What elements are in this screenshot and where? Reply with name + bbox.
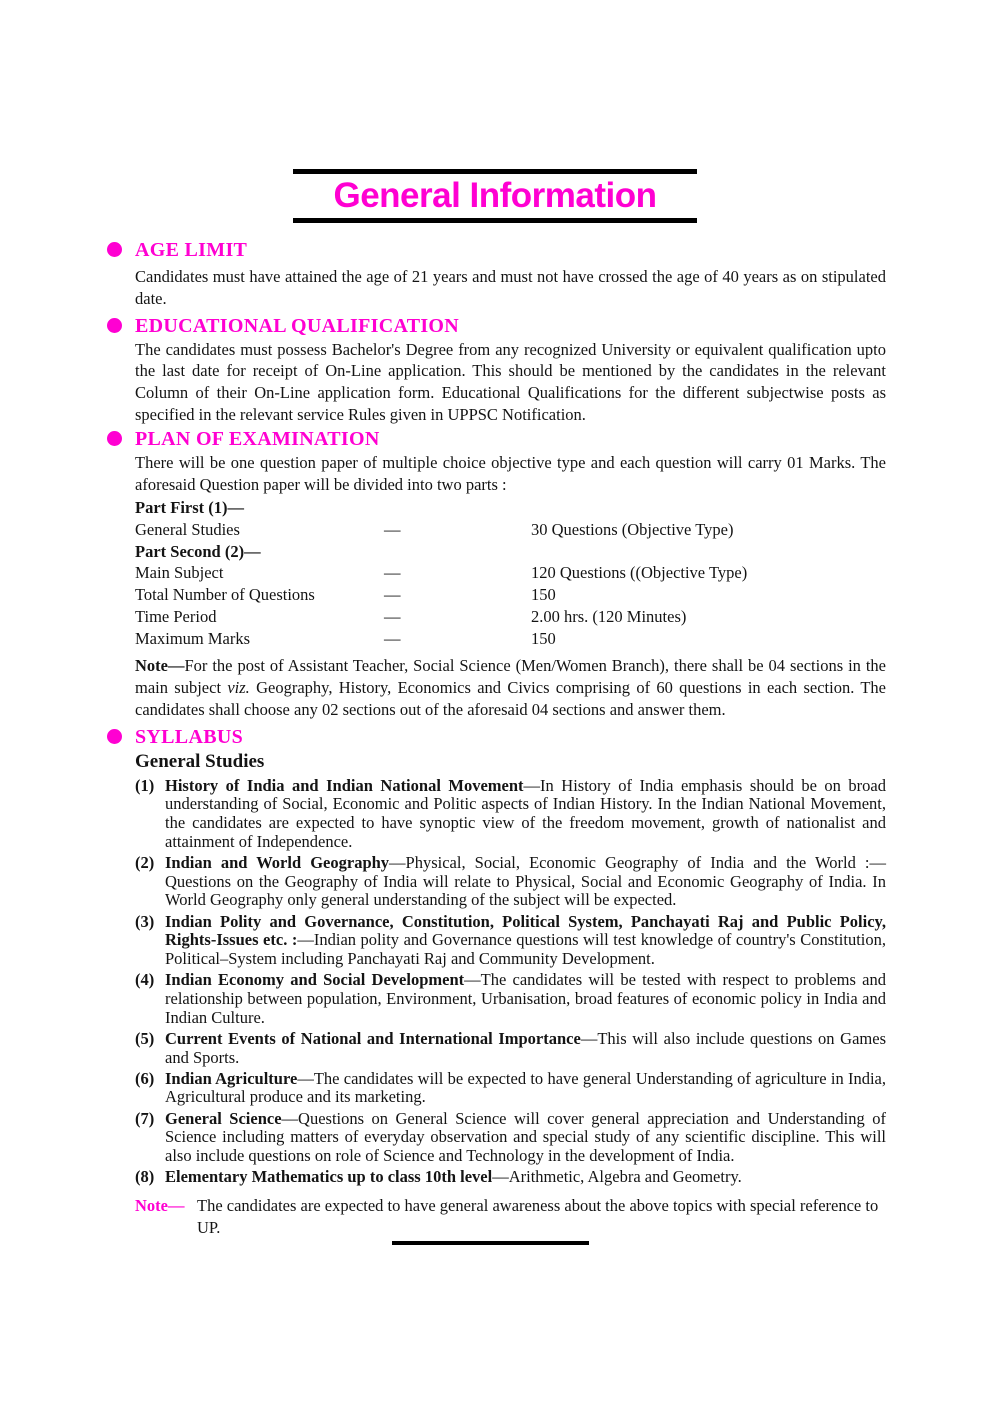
bullet-icon <box>107 317 122 333</box>
item-title: Indian Economy and Social Development <box>165 970 465 990</box>
item-text: General Science—Questions on General Sci… <box>165 1108 886 1166</box>
bullet-icon <box>107 430 122 446</box>
item-body: —Indian polity and Governance questions … <box>165 930 886 969</box>
table-row: Maximum Marks — 150 <box>135 628 886 650</box>
table-row: Time Period — 2.00 hrs. (120 Minutes) <box>135 606 886 628</box>
section-heading-syllabus: SYLLABUS <box>107 725 886 749</box>
item-title: History of India and Indian National Mov… <box>165 775 524 795</box>
list-item: (7) General Science—Questions on General… <box>135 1108 886 1166</box>
row-item: Main Subject <box>135 563 224 583</box>
section-heading-label: EDUCATIONAL QUALIFICATION <box>135 314 460 337</box>
table-row: Total Number of Questions — 150 <box>135 584 886 606</box>
row-dash: — <box>384 585 401 605</box>
item-number: (4) <box>135 970 155 990</box>
item-body: —Questions on General Science will cover… <box>165 1108 886 1166</box>
note-text-before: For the post of Assistant Teacher, Socia… <box>135 656 886 698</box>
section-heading-label: AGE LIMIT <box>135 239 248 261</box>
plan-intro-paragraph: There will be one question paper of mult… <box>135 452 886 494</box>
list-item: (2) Indian and World Geography—Physical,… <box>135 853 886 910</box>
row-dash: — <box>384 520 401 540</box>
item-title: Current Events of National and Internati… <box>165 1028 581 1048</box>
item-title: Indian Agriculture <box>165 1068 298 1088</box>
section-heading-label: PLAN OF EXAMINATION <box>135 427 380 450</box>
row-value: 2.00 hrs. (120 Minutes) <box>531 606 687 626</box>
note-text-after: Geography, History, Economics and Civics… <box>135 678 886 719</box>
document-content: AGE LIMIT Candidates must have attained … <box>107 238 886 1239</box>
row-item: Total Number of Questions <box>135 585 315 605</box>
table-row: General Studies — 30 Questions (Objectiv… <box>135 519 886 541</box>
item-body: —In History of India emphasis should be … <box>165 775 886 851</box>
note-label: Note— <box>135 656 185 676</box>
item-number: (8) <box>135 1167 155 1187</box>
row-dash: — <box>384 606 401 626</box>
item-title: Elementary Mathematics up to class 10th … <box>165 1167 493 1187</box>
list-item: (6) Indian Agriculture—The candidates wi… <box>135 1068 886 1107</box>
row-dash: — <box>384 563 401 583</box>
item-title: Indian Polity and Governance, Constituti… <box>165 911 886 950</box>
row-value: 120 Questions ((Objective Type) <box>531 563 748 583</box>
list-item: (4) Indian Economy and Social Developmen… <box>135 970 886 1027</box>
note-label: Note— <box>135 1195 185 1215</box>
section-heading-age-limit: AGE LIMIT <box>107 238 886 262</box>
section-heading-educational-qualification: EDUCATIONAL QUALIFICATION <box>107 314 886 338</box>
page-title-band: General Information <box>293 169 697 223</box>
item-text: Elementary Mathematics up to class 10th … <box>165 1167 886 1187</box>
row-item: General Studies <box>135 520 240 540</box>
item-text: Current Events of National and Internati… <box>165 1028 886 1067</box>
part-second-label: Part Second (2)— <box>135 541 261 561</box>
syllabus-list: (1) History of India and Indian National… <box>135 775 886 1187</box>
item-body: —Arithmetic, Algebra and Geometry. <box>492 1167 742 1187</box>
item-text: Indian and World Geography—Physical, Soc… <box>165 853 886 910</box>
educational-qualification-paragraph: The candidates must possess Bachelor's D… <box>135 339 886 424</box>
row-item: Time Period <box>135 606 217 626</box>
list-item: (1) History of India and Indian National… <box>135 775 886 852</box>
end-divider <box>392 1241 589 1245</box>
row-value: 150 <box>531 585 556 605</box>
part-first-label: Part First (1)— <box>135 498 245 518</box>
item-text: Indian Economy and Social Development—Th… <box>165 970 886 1027</box>
item-body: —The candidates will be tested with resp… <box>165 970 886 1027</box>
item-text: History of India and Indian National Mov… <box>165 775 886 852</box>
note-viz: viz. <box>227 678 250 698</box>
page-title: General Information <box>333 176 657 215</box>
bullet-icon <box>107 242 122 257</box>
item-number: (2) <box>135 853 155 872</box>
item-body: —The candidates will be expected to have… <box>165 1068 886 1107</box>
section-heading-plan-of-examination: PLAN OF EXAMINATION <box>107 427 886 451</box>
row-value: 150 <box>531 628 556 648</box>
item-number: (6) <box>135 1068 155 1088</box>
list-item: (8) Elementary Mathematics up to class 1… <box>135 1167 886 1187</box>
row-value: 30 Questions (Objective Type) <box>531 520 734 540</box>
item-text: Indian Polity and Governance, Constituti… <box>165 911 886 969</box>
plan-note: Note—For the post of Assistant Teacher, … <box>135 655 886 720</box>
syllabus-subheading: General Studies <box>135 750 265 772</box>
item-title: Indian and World Geography <box>165 853 390 872</box>
item-text: Indian Agriculture—The candidates will b… <box>165 1068 886 1107</box>
item-number: (7) <box>135 1108 155 1128</box>
row-dash: — <box>384 628 401 648</box>
age-limit-paragraph: Candidates must have attained the age of… <box>135 267 886 308</box>
list-item: (5) Current Events of National and Inter… <box>135 1028 886 1067</box>
list-item: (3) Indian Polity and Governance, Consti… <box>135 911 886 969</box>
item-number: (5) <box>135 1028 155 1048</box>
item-number: (1) <box>135 775 155 795</box>
table-row: Main Subject — 120 Questions ((Objective… <box>135 562 886 584</box>
bullet-icon <box>107 728 122 744</box>
item-title: General Science <box>165 1108 282 1128</box>
item-body: —Physical, Social, Economic Geography of… <box>165 853 886 910</box>
row-item: Maximum Marks <box>135 628 251 648</box>
note-text: The candidates are expected to have gene… <box>197 1195 879 1237</box>
syllabus-note: Note— The candidates are expected to hav… <box>135 1195 886 1239</box>
plan-table: Part First (1)— General Studies — 30 Que… <box>135 497 886 649</box>
item-body: —This will also include questions on Gam… <box>165 1028 886 1067</box>
section-heading-label: SYLLABUS <box>135 725 243 748</box>
item-number: (3) <box>135 911 155 931</box>
